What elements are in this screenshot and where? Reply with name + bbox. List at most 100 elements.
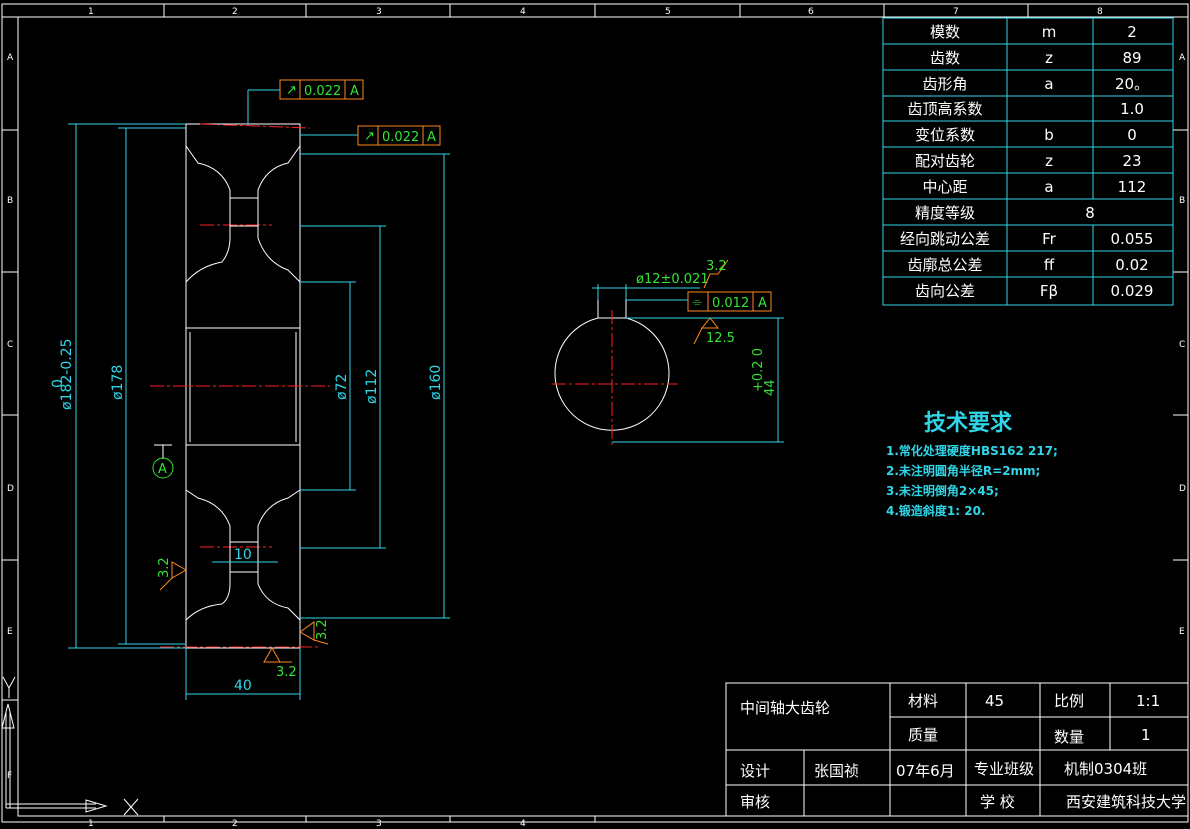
dim-10: 10 <box>234 547 252 563</box>
tolerance-frame-1: ↗ 0.022 A <box>247 79 364 124</box>
param-val: 0.029 <box>1111 282 1154 300</box>
col-mark: 7 <box>953 7 959 17</box>
col-mark: 3 <box>376 819 382 829</box>
row-mark: E <box>1179 627 1185 637</box>
key-width: ø12±0.021 <box>636 272 709 287</box>
row-mark: A <box>1179 53 1186 63</box>
parameter-table-text: 模数 m 2 齿数 z 89 齿形角 a 20。 齿顶高系数 1.0 变位系数 … <box>900 23 1153 300</box>
svg-text:↗: ↗ <box>286 83 297 98</box>
param-val: 1.0 <box>1120 100 1144 118</box>
param-name: 齿形角 <box>922 75 967 93</box>
col-mark: 1 <box>88 7 94 17</box>
row-mark: A <box>7 53 14 63</box>
param-val: 23 <box>1122 152 1141 170</box>
hatch-bottom-hub <box>185 444 301 543</box>
review-label: 审核 <box>740 793 770 811</box>
param-name: 中心距 <box>922 178 967 196</box>
hatch-top-rim <box>185 123 301 199</box>
tol1-datum: A <box>350 84 359 99</box>
row-mark: B <box>7 196 13 206</box>
row-mark: D <box>1179 484 1186 494</box>
key-tol-datum: A <box>758 296 767 311</box>
row-mark: C <box>7 340 13 350</box>
param-val: 0.055 <box>1111 230 1154 248</box>
datum-a-symbol: A <box>152 444 174 479</box>
param-sym: Fr <box>1042 230 1057 248</box>
row-mark: E <box>7 627 13 637</box>
col-mark: 1 <box>88 819 94 829</box>
param-sym: a <box>1044 75 1053 93</box>
dim-178: ø178 <box>110 365 126 400</box>
param-val: 89 <box>1122 49 1141 67</box>
param-sym: z <box>1045 49 1053 67</box>
col-mark: 2 <box>232 7 238 17</box>
design-date: 07年6月 <box>896 762 955 780</box>
material-label: 材料 <box>908 692 938 710</box>
col-mark: 4 <box>520 7 526 17</box>
design-label: 设计 <box>740 762 770 780</box>
datum-a-label: A <box>158 462 167 477</box>
param-val: 0 <box>1127 126 1137 144</box>
row-mark: B <box>1179 196 1185 206</box>
scale-value: 1:1 <box>1136 692 1160 710</box>
key-rough-bottom: 12.5 <box>706 331 735 346</box>
param-val: 112 <box>1118 178 1147 196</box>
tech-title: 技术要求 <box>924 411 1012 436</box>
class-value: 机制0304班 <box>1064 760 1147 778</box>
svg-text:↗: ↗ <box>364 129 375 144</box>
roughness-symbols: 3.2 3.2 3.2 <box>157 557 330 680</box>
tol2-value: 0.022 <box>382 130 419 145</box>
school-label: 学 校 <box>980 793 1015 811</box>
param-sym: ff <box>1044 256 1055 274</box>
dimension-lines <box>68 123 450 700</box>
param-sym: z <box>1045 152 1053 170</box>
param-name: 齿向公差 <box>915 282 975 300</box>
row-mark: D <box>7 484 14 494</box>
class-label: 专业班级 <box>974 760 1034 778</box>
param-val: 8 <box>1085 204 1095 222</box>
tech-item: 4.锻造斜度1: 20. <box>886 503 986 518</box>
col-mark: 3 <box>376 7 382 17</box>
key-depth: 44 <box>763 379 778 396</box>
dim-40: 40 <box>234 678 252 694</box>
mass-label: 质量 <box>908 726 938 744</box>
param-val: 20。 <box>1115 75 1149 93</box>
param-name: 精度等级 <box>915 204 975 222</box>
roughness-1: 3.2 <box>157 557 172 578</box>
hatch-bottom-rim <box>185 571 301 649</box>
col-mark: 8 <box>1097 7 1103 17</box>
tol1-value: 0.022 <box>304 84 341 99</box>
col-mark: 2 <box>232 819 238 829</box>
param-name: 变位系数 <box>915 126 975 144</box>
param-sym: a <box>1044 178 1053 196</box>
dim-72: ø72 <box>334 374 350 400</box>
col-mark: 5 <box>665 7 671 17</box>
param-name: 齿廓总公差 <box>907 256 982 274</box>
roughness-2: 3.2 <box>315 619 330 640</box>
param-val: 0.02 <box>1115 256 1148 274</box>
tech-item: 2.未注明圆角半径R=2mm; <box>886 463 1040 478</box>
param-val: 2 <box>1127 23 1137 41</box>
key-depth-tol: +0.2 0 <box>751 348 766 392</box>
col-mark: 4 <box>520 819 526 829</box>
column-marks: 1 2 3 4 5 6 7 8 1 2 3 4 <box>88 4 1103 829</box>
param-name: 配对齿轮 <box>915 152 975 170</box>
scale-label: 比例 <box>1054 692 1084 710</box>
tol2-datum: A <box>427 130 436 145</box>
svg-text:⌯: ⌯ <box>692 295 703 310</box>
dim-112: ø112 <box>364 369 380 404</box>
dimension-texts: ø182-0.25 0 ø178 ø72 ø112 ø160 10 40 <box>50 338 444 694</box>
gear-section-view <box>150 123 330 649</box>
designer: 张国祯 <box>814 762 859 780</box>
title-block-text: 中间轴大齿轮 材料 45 比例 1:1 质量 数量 1 设计 张国祯 07年6月… <box>740 692 1186 811</box>
param-sym: b <box>1044 126 1054 144</box>
keyway-view: ø12±0.021 3.2 ⌯ 0.012 A 12.5 44 +0.2 0 <box>552 259 784 446</box>
school-value: 西安建筑科技大学 <box>1066 793 1186 811</box>
col-mark: 6 <box>808 7 814 17</box>
param-name: 齿数 <box>930 49 960 67</box>
tech-item: 3.未注明倒角2×45; <box>886 483 999 498</box>
hatch-top-hub <box>185 225 301 329</box>
param-sym: m <box>1042 23 1057 41</box>
title-block <box>725 682 1189 817</box>
